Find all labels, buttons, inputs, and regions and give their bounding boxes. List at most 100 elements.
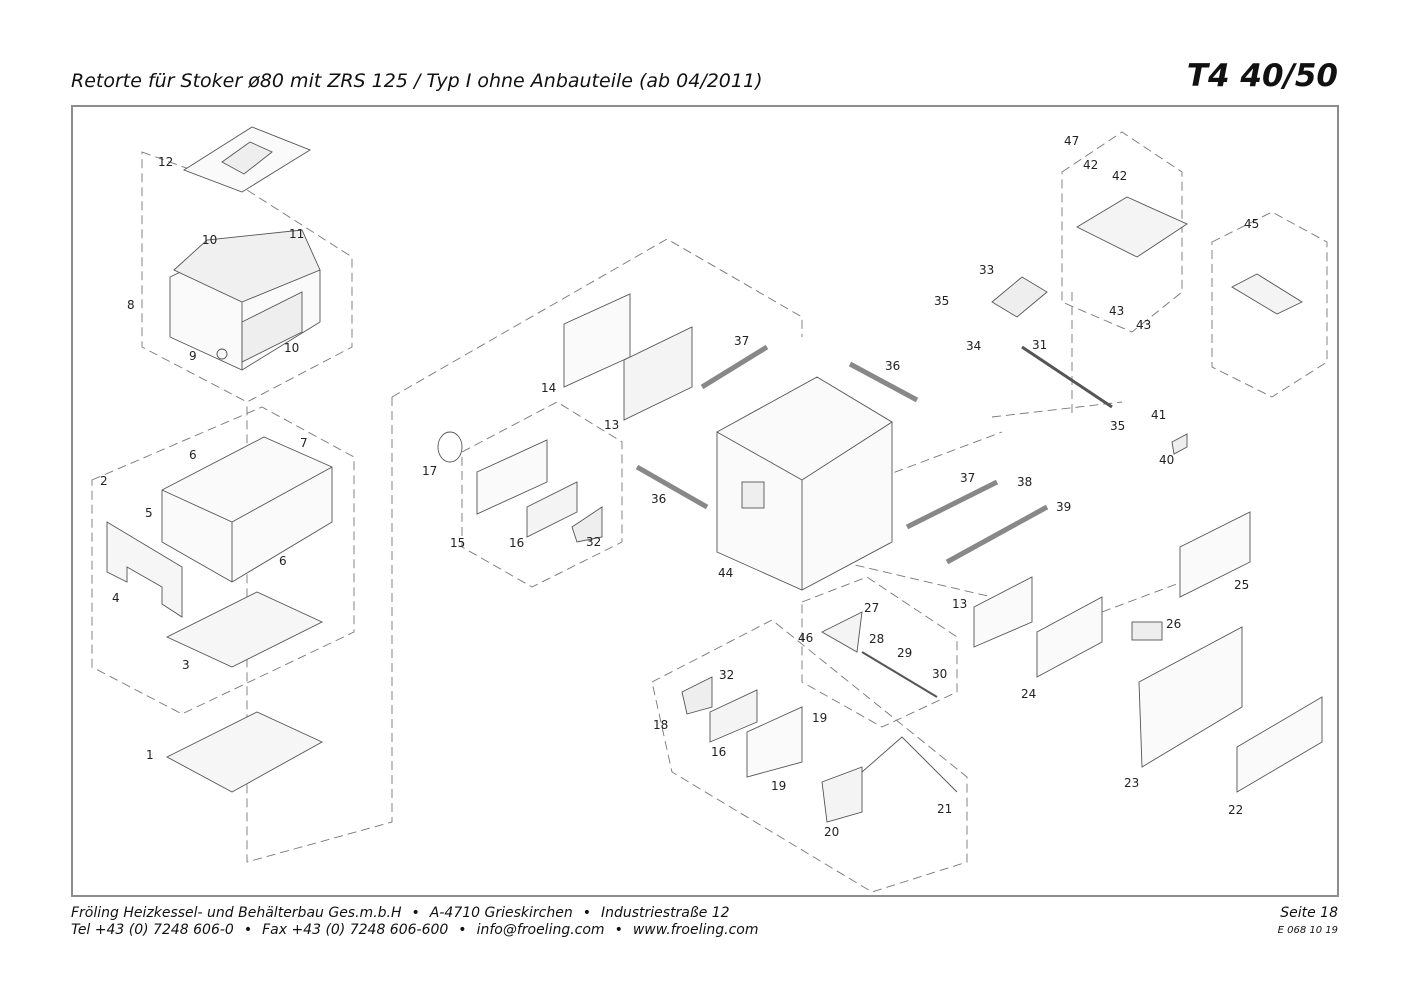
callout-14: 14	[541, 381, 556, 395]
part-24	[1036, 596, 1103, 678]
part-32b	[681, 676, 713, 715]
callout-47: 47	[1064, 134, 1079, 148]
separator: •	[458, 922, 467, 938]
part-10	[173, 229, 321, 303]
callout-34: 34	[966, 339, 981, 353]
group-outline-47	[1061, 131, 1183, 333]
part-16b	[709, 689, 758, 743]
axis-13	[841, 561, 993, 598]
part-9	[216, 348, 228, 360]
callout-6: 6	[189, 448, 197, 462]
part-6	[161, 436, 333, 583]
callout-39: 39	[1056, 500, 1071, 514]
part-15	[476, 439, 548, 515]
part-27	[821, 611, 863, 653]
document-code: E 068 10 19	[1277, 925, 1338, 936]
callout-3: 3	[182, 658, 190, 672]
part-33	[991, 276, 1048, 318]
part-30	[861, 651, 938, 698]
callout-29: 29	[897, 646, 912, 660]
part-37a	[700, 344, 769, 390]
part-4	[106, 521, 183, 618]
callout-12: 12	[158, 155, 173, 169]
group-outline-46	[801, 576, 958, 728]
footer-company: Fröling Heizkessel- und Behälterbau Ges.…	[71, 905, 402, 921]
callout-20: 20	[824, 825, 839, 839]
footer-tel: Tel +43 (0) 7248 606-0	[71, 922, 234, 938]
callout-16: 16	[509, 536, 524, 550]
callout-25: 25	[1234, 578, 1249, 592]
callout-19: 19	[812, 711, 827, 725]
callout-15: 15	[450, 536, 465, 550]
callout-38: 38	[1017, 475, 1032, 489]
part-1	[166, 711, 323, 793]
callout-23: 23	[1124, 776, 1139, 790]
part-39	[945, 504, 1049, 565]
callout-7: 7	[300, 436, 308, 450]
callout-2: 2	[100, 474, 108, 488]
callout-44: 44	[718, 566, 733, 580]
callout-32: 32	[719, 668, 734, 682]
part-10b	[241, 291, 303, 363]
callout-35: 35	[934, 294, 949, 308]
callout-28: 28	[869, 632, 884, 646]
callout-19: 19	[771, 779, 786, 793]
callout-10: 10	[284, 341, 299, 355]
part-40	[1171, 433, 1188, 455]
callout-10: 10	[202, 233, 217, 247]
part-20	[821, 766, 863, 823]
part-45-plate	[1231, 273, 1303, 315]
separator: •	[411, 905, 420, 921]
callout-4: 4	[112, 591, 120, 605]
group-outline-8-11	[141, 151, 353, 403]
group-outline-18	[651, 619, 968, 893]
callout-1: 1	[146, 748, 154, 762]
callout-11: 11	[289, 227, 304, 241]
footer-web: www.froeling.com	[632, 922, 759, 938]
footer-address: Fröling Heizkessel- und Behälterbau Ges.…	[71, 905, 730, 921]
separator: •	[614, 922, 623, 938]
callout-33: 33	[979, 263, 994, 277]
callout-37: 37	[960, 471, 975, 485]
part-23	[1138, 626, 1243, 768]
separator: •	[582, 905, 591, 921]
part-13a	[623, 326, 693, 421]
part-47-grate	[1076, 196, 1188, 258]
part-21	[861, 736, 958, 793]
callout-18: 18	[653, 718, 668, 732]
axis-26	[1101, 581, 1183, 613]
part-19-duct	[746, 706, 803, 778]
callout-36: 36	[885, 359, 900, 373]
footer-city: A-4710 Grieskirchen	[429, 905, 573, 921]
callout-22: 22	[1228, 803, 1243, 817]
part-13b	[973, 576, 1033, 648]
exploded-diagram-frame: 12 10 11 8 9 10 2 6 7 5 6 4 3 1 14 13 37…	[71, 105, 1339, 897]
callout-27: 27	[864, 601, 879, 615]
part-32a	[571, 506, 603, 543]
callout-35: 35	[1110, 419, 1125, 433]
footer-email: info@froeling.com	[476, 922, 605, 938]
callout-42: 42	[1112, 169, 1127, 183]
part-26	[1131, 621, 1163, 641]
callout-17: 17	[422, 464, 437, 478]
callout-37: 37	[734, 334, 749, 348]
group-outline-2-7	[91, 406, 355, 715]
callout-32: 32	[586, 535, 601, 549]
callout-43: 43	[1136, 318, 1151, 332]
part-36b	[635, 464, 709, 510]
callout-9: 9	[189, 349, 197, 363]
callout-41: 41	[1151, 408, 1166, 422]
part-14	[563, 293, 631, 388]
page-title: Retorte für Stoker ø80 mit ZRS 125 / Typ…	[71, 70, 763, 92]
footer-fax: Fax +43 (0) 7248 606-600	[262, 922, 449, 938]
footer-contact: Tel +43 (0) 7248 606-0 • Fax +43 (0) 7248 …	[71, 922, 759, 938]
callout-36: 36	[651, 492, 666, 506]
callout-8: 8	[127, 298, 135, 312]
part-31	[1021, 345, 1113, 409]
page-number: Seite 18	[1280, 905, 1338, 921]
callout-30: 30	[932, 667, 947, 681]
callout-46: 46	[798, 631, 813, 645]
callout-16: 16	[711, 745, 726, 759]
separator: •	[243, 922, 253, 938]
part-22	[1236, 696, 1323, 793]
